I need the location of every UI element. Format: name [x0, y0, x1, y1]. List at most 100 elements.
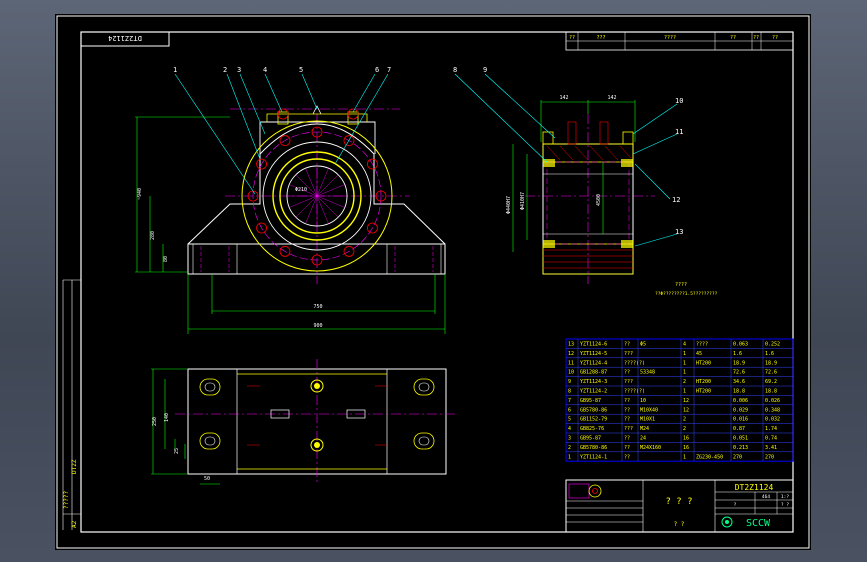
bom-cell-no: 10 [568, 370, 574, 376]
header-cell-3: ???? [664, 35, 676, 41]
bom-cell-qty: 1 [683, 389, 686, 395]
plan-view [175, 359, 455, 484]
bom-cell-w2: 270 [765, 454, 774, 460]
dim-940: ~940 [137, 188, 143, 200]
dim-phi-410H7: Φ410H7 [520, 192, 526, 210]
header-cell-4: ?? [730, 35, 736, 41]
bom-cell-w2: 18.9 [765, 360, 777, 366]
bom-cell-name: ????(?) [624, 360, 645, 366]
bom-cell-qty: 16 [683, 436, 689, 442]
dim-phi-bore: Φ440H7 [506, 196, 512, 214]
header-cell-1: ?? [569, 35, 575, 41]
bolt-hole [367, 158, 378, 170]
title-ratio: 1:? [781, 494, 789, 500]
balloon-1[interactable]: 1 [173, 66, 177, 74]
bom-cell-no: 1 [568, 454, 571, 460]
dim-140: 140 [164, 413, 170, 422]
title-mark: ? ? [674, 521, 685, 528]
side-leaders [454, 73, 678, 247]
bom-cell-w2: 69.2 [765, 379, 777, 385]
header-cell-2: ??? [596, 35, 605, 41]
bom-cell-w1: 18.8 [733, 389, 745, 395]
balloon-7[interactable]: 7 [387, 66, 391, 74]
balloon-12[interactable]: 12 [672, 196, 680, 204]
bom-cell-w2: 0.348 [765, 407, 780, 413]
bom-cell-qty: 1 [683, 351, 686, 357]
bom-cell-no: 9 [568, 379, 571, 385]
bom-cell-code: GB95-87 [580, 398, 601, 404]
bom-cell-code: GB95-87 [580, 436, 601, 442]
title-name: ? ? ? [665, 497, 692, 507]
outer-border [56, 15, 810, 549]
dim-750: 750 [313, 304, 322, 310]
bom-cell-code: GB1288-87 [580, 370, 607, 376]
bom-cell-no: 12 [568, 351, 574, 357]
bom-cell-spec: 53348 [640, 370, 655, 376]
bom-cell-name: ?? [624, 445, 630, 451]
balloon-10[interactable]: 10 [675, 97, 683, 105]
balloon-6[interactable]: 6 [375, 66, 379, 74]
header-cell-6: ?? [772, 35, 778, 41]
bom-cell-spec: M10X40 [640, 407, 658, 413]
bom-cell-code: YZT1124-4 [580, 360, 607, 366]
bom-cell-name: ?? [624, 398, 630, 404]
left-stamp-column: DT2Z ????? A2 [62, 279, 81, 530]
bom-cell-no: 2 [568, 445, 571, 451]
bom-cell-spec: 10 [640, 398, 646, 404]
bom-cell-spec: M10X1 [640, 417, 655, 423]
bom-cell-w1: 1.6 [733, 351, 742, 357]
bom-cell-spec: M24 [640, 426, 649, 432]
bom-cell-no: 13 [568, 342, 574, 348]
bom-cell-name: ??? [624, 426, 633, 432]
left-stamp-2: ????? [63, 491, 70, 509]
balloon-11[interactable]: 11 [675, 128, 683, 136]
front-dimensions [135, 116, 446, 334]
bom-cell-name: ?? [624, 436, 630, 442]
balloon-4[interactable]: 4 [263, 66, 267, 74]
bom-cell-w1: 0.87 [733, 426, 745, 432]
bom-cell-w1: 0.029 [733, 407, 748, 413]
bom-cell-w2: 0.252 [765, 342, 780, 348]
bom-cell-name: ?? [624, 370, 630, 376]
balloon-5[interactable]: 5 [299, 66, 303, 74]
bom-cell-name: ?? [624, 454, 630, 460]
bolt-hole [311, 254, 323, 266]
balloon-13[interactable]: 13 [675, 228, 683, 236]
header-cell-5: ?? [753, 35, 759, 41]
bom-cell-w2: 1.6 [765, 351, 774, 357]
bom-cell-qty: 2 [683, 379, 686, 385]
bom-cell-no: 5 [568, 417, 571, 423]
bolt-hole [311, 126, 323, 138]
title-weight: 464 [762, 494, 770, 500]
bom-cell-w2: 72.6 [765, 370, 777, 376]
side-view [525, 114, 655, 284]
side-dimensions [512, 100, 636, 252]
bom-cell-name: ??? [624, 351, 633, 357]
bolt-hole [279, 246, 291, 257]
bom-cell-w1: 0.213 [733, 445, 748, 451]
bom-cell-code: YZT1124-6 [580, 342, 607, 348]
dim-25: 25 [174, 448, 180, 454]
balloon-2[interactable]: 2 [223, 66, 227, 74]
bom-cell-qty: 12 [683, 398, 689, 404]
balloon-8[interactable]: 8 [453, 66, 457, 74]
bom-cell-code: YZT1124-2 [580, 389, 607, 395]
bom-cell-mat: HT200 [696, 360, 711, 366]
top-drawing-number: DT2Z1124 [108, 34, 142, 42]
bom-cell-code: YZT1124-5 [580, 351, 607, 357]
left-stamp-3: A2 [71, 520, 78, 528]
bom-cell-mat: HT200 [696, 379, 711, 385]
bom-cell-qty: 12 [683, 407, 689, 413]
bom-cell-qty: 1 [683, 360, 686, 366]
bom-cell-w1: 0.063 [733, 342, 748, 348]
balloon-3[interactable]: 3 [237, 66, 241, 74]
bom-cell-w2: 18.8 [765, 389, 777, 395]
bolt-hole [367, 222, 378, 234]
bom-cell-mat: ???? [696, 342, 708, 348]
balloon-9[interactable]: 9 [483, 66, 487, 74]
bom-cell-w2: 1.74 [765, 426, 777, 432]
front-leaders [174, 73, 389, 195]
bom-cell-w1: 270 [733, 454, 742, 460]
